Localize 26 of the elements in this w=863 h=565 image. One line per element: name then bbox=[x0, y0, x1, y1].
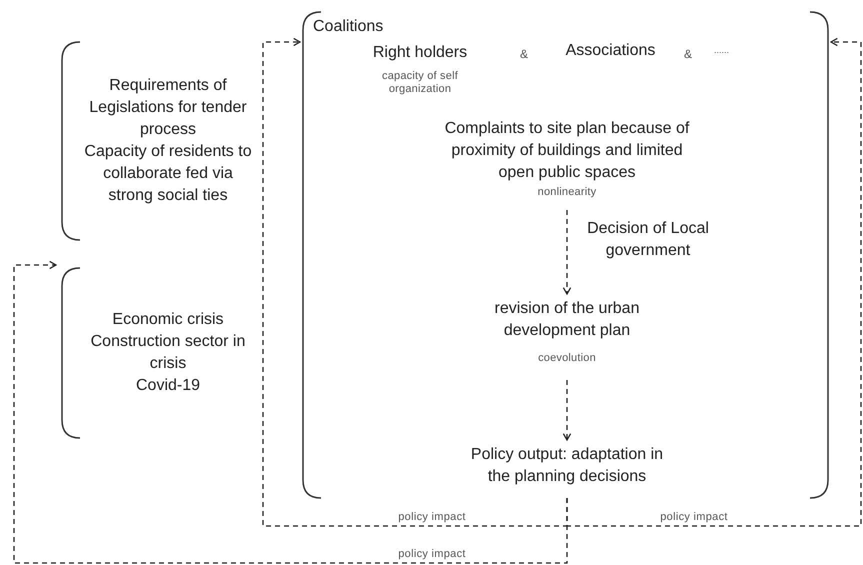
edge-label: policy impact bbox=[397, 548, 467, 561]
bracket-panel bbox=[303, 12, 828, 498]
dashed-arrow bbox=[262, 38, 568, 527]
connector-word: ...... bbox=[714, 45, 730, 55]
node-text: Policy output: adaptation in the planning decisions bbox=[470, 445, 664, 487]
node-text: Complaints to site plan because of proximity of buildings and limited open public spaces bbox=[444, 119, 690, 183]
node-text: Right holders bbox=[372, 43, 468, 63]
heading: Coalitions bbox=[312, 17, 384, 37]
node-text: revision of the urban development plan bbox=[494, 299, 640, 341]
edge-label: policy impact bbox=[659, 511, 729, 524]
dashed-arrow bbox=[566, 38, 862, 527]
node-text: Requirements of Legislations for tender process bbox=[88, 76, 248, 140]
dashed-arrow bbox=[13, 260, 568, 564]
annotation: coevolution bbox=[537, 352, 597, 365]
edge-label: policy impact bbox=[397, 511, 467, 524]
dashed-arrow bbox=[562, 380, 572, 441]
node-text: Covid-19 bbox=[134, 376, 202, 396]
node-text: Capacity of residents to collaborate fed via strong social ties bbox=[83, 142, 253, 206]
connector-word: & bbox=[520, 47, 528, 61]
node-text: Construction sector in crisis bbox=[90, 332, 246, 374]
dashed-arrow bbox=[562, 210, 572, 295]
connector-word: & bbox=[684, 47, 692, 61]
annotation: capacity of self organization bbox=[381, 70, 459, 96]
node-text: Economic crisis bbox=[111, 310, 225, 330]
annotation: nonlinearity bbox=[536, 186, 598, 199]
node-text: Associations bbox=[564, 41, 656, 61]
